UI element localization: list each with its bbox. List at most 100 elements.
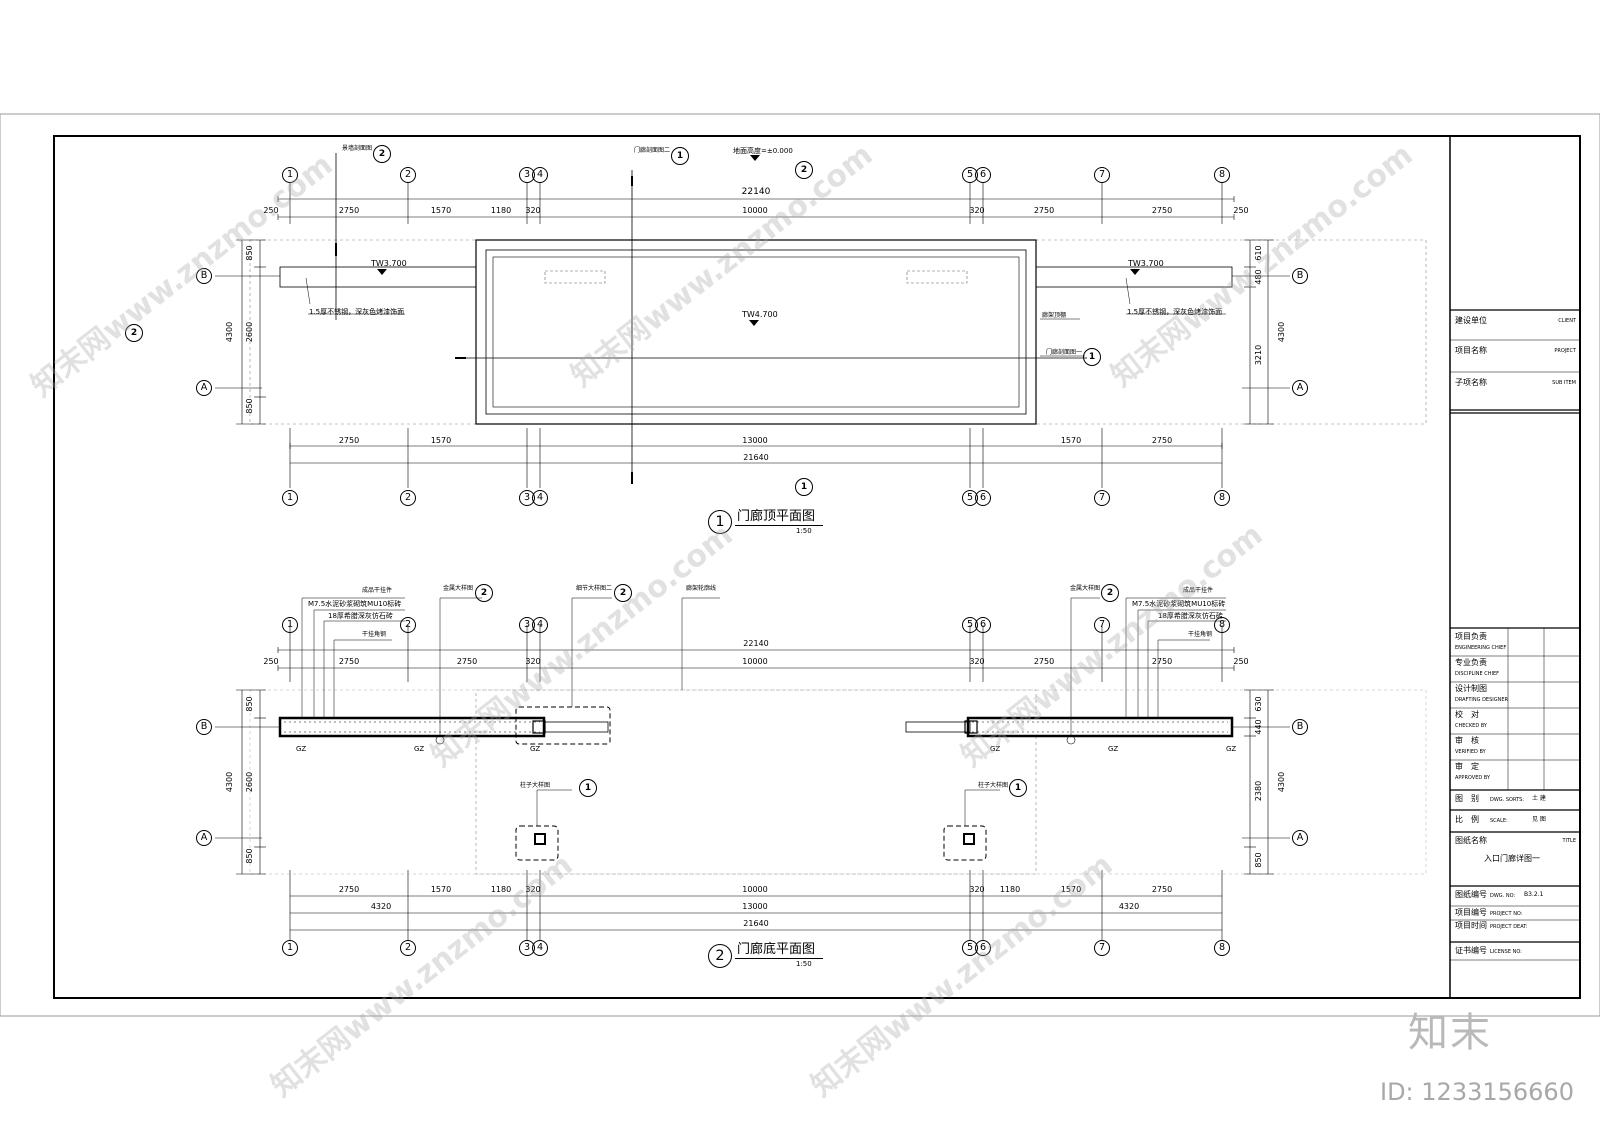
note: 细节大样图二 bbox=[576, 585, 613, 592]
note: 干挂角钢 bbox=[1188, 631, 1213, 638]
dim: 10000 bbox=[742, 885, 768, 894]
section-symbol: 1 bbox=[579, 779, 597, 797]
dim: 2750 bbox=[338, 657, 360, 666]
row-bubble-b: B bbox=[1292, 719, 1308, 735]
dim: 2750 bbox=[1151, 657, 1173, 666]
gz-label: GZ bbox=[1226, 745, 1237, 753]
note: 1.5厚不锈钢，深灰色烤漆饰面 bbox=[309, 308, 405, 316]
section-symbol: 2 bbox=[475, 584, 493, 602]
dim-vertical: 4300 bbox=[225, 321, 234, 343]
drawing-number: 2 bbox=[708, 944, 732, 968]
tb-drafting-en: DRAFTING DESIGNER bbox=[1455, 697, 1508, 703]
section-symbol: 2 bbox=[125, 324, 143, 342]
dim: 2750 bbox=[1033, 206, 1055, 215]
axis-bubble-bottom: 4 bbox=[532, 490, 548, 506]
dim-vertical: 2380 bbox=[1254, 780, 1263, 802]
tb-license-cn: 证书编号 bbox=[1455, 946, 1487, 955]
watermark-logo: 知末 bbox=[1408, 1010, 1492, 1056]
dim: 2750 bbox=[1151, 206, 1173, 215]
tb-eng-chief: 项目负责 ENGINEERING CHIEF bbox=[1450, 632, 1580, 654]
tb-project-en: PROJECT bbox=[1554, 348, 1576, 354]
tb-dwgno-en: DWG. NO: bbox=[1490, 893, 1516, 899]
axis-bubble-top: 6 bbox=[975, 617, 991, 633]
section-symbol: 1 bbox=[795, 478, 813, 496]
note: 金属大样图 bbox=[1070, 585, 1101, 592]
dim: 320 bbox=[525, 206, 541, 215]
axis-bubble-top: 7 bbox=[1094, 617, 1110, 633]
tb-approved-en: APPROVED BY bbox=[1455, 775, 1491, 781]
tb-project-cn: 项目名称 bbox=[1455, 346, 1487, 355]
dim-total: 22140 bbox=[741, 187, 771, 197]
note: 景墙剖面图 bbox=[342, 145, 373, 152]
note: 成品干挂件 bbox=[1183, 587, 1214, 594]
tb-title: 图纸名称 TITLE 入口门廊详图一 bbox=[1450, 836, 1580, 876]
axis-bubble-bottom: 2 bbox=[400, 940, 416, 956]
dim-vertical: 850 bbox=[245, 696, 254, 712]
note: M7.5水泥砂浆砌筑MU10标砖 bbox=[308, 600, 402, 608]
dim: 10000 bbox=[742, 657, 768, 666]
dim: 1570 bbox=[430, 436, 452, 445]
dim-vertical: 4300 bbox=[225, 771, 234, 793]
tb-verified-cn: 审 核 bbox=[1455, 736, 1479, 745]
tb-disc-chief-cn: 专业负责 bbox=[1455, 658, 1487, 667]
dim: 4320 bbox=[370, 902, 392, 911]
note: 1.5厚不锈钢，深灰色烤漆饰面 bbox=[1127, 308, 1223, 316]
dim: 1570 bbox=[1060, 885, 1082, 894]
dim-vertical: 2600 bbox=[245, 321, 254, 343]
tb-client-en: CLIENT bbox=[1558, 318, 1576, 324]
title-block: 建设单位 CLIENT 项目名称 PROJECT 子项名称 SUB ITEM 项… bbox=[1450, 136, 1580, 998]
drawing-scale: 1:50 bbox=[796, 527, 812, 535]
elevation-label: TW3.700 bbox=[371, 259, 407, 268]
row-bubble-b: B bbox=[1292, 268, 1308, 284]
note: 18厚希腊深灰仿石砖 bbox=[1158, 612, 1223, 620]
tb-title-cn: 图纸名称 bbox=[1455, 836, 1487, 845]
dim-vertical: 480 bbox=[1254, 269, 1263, 285]
tb-sorts-cn: 图 别 bbox=[1455, 794, 1479, 803]
dim-vertical: 610 bbox=[1254, 245, 1263, 261]
gz-label: GZ bbox=[296, 745, 307, 753]
note: 成品干挂件 bbox=[362, 587, 393, 594]
dim: 250 bbox=[263, 206, 279, 215]
axis-bubble-bottom: 7 bbox=[1094, 940, 1110, 956]
section-symbol: 2 bbox=[373, 145, 391, 163]
note: 门廊剖面图二 bbox=[634, 147, 671, 154]
dim-total: 21640 bbox=[743, 453, 769, 462]
note: 地面高度=±0.000 bbox=[733, 147, 793, 155]
dim: 1570 bbox=[1060, 436, 1082, 445]
row-bubble-a: A bbox=[1292, 830, 1308, 846]
elevation-label: TW4.700 bbox=[742, 310, 778, 319]
axis-bubble-top: 8 bbox=[1214, 167, 1230, 183]
drawing-title: 门廊底平面图 bbox=[737, 942, 816, 957]
drawing-frame bbox=[53, 135, 1581, 999]
dim: 320 bbox=[525, 657, 541, 666]
tb-projdate-en: PROJECT DEAT: bbox=[1490, 924, 1528, 930]
tb-eng-chief-cn: 项目负责 bbox=[1455, 632, 1487, 641]
dim: 320 bbox=[525, 885, 541, 894]
dim-vertical: 4300 bbox=[1277, 771, 1286, 793]
axis-bubble-bottom: 6 bbox=[975, 490, 991, 506]
section-symbol: 1 bbox=[1083, 348, 1101, 366]
note: 柱子大样图 bbox=[520, 782, 551, 789]
note: 柱子大样图 bbox=[978, 782, 1009, 789]
dim: 1180 bbox=[490, 206, 512, 215]
dim: 2750 bbox=[1033, 657, 1055, 666]
roof-plan bbox=[215, 153, 1427, 488]
row-bubble-a: A bbox=[196, 380, 212, 396]
axis-bubble-top: 6 bbox=[975, 167, 991, 183]
drawing-scale: 1:50 bbox=[796, 960, 812, 968]
row-bubble-a: A bbox=[1292, 380, 1308, 396]
row-bubble-b: B bbox=[196, 268, 212, 284]
row-bubble-b: B bbox=[196, 719, 212, 735]
drawing-title: 门廊顶平面图 bbox=[737, 509, 816, 524]
note: 廊架轮廓线 bbox=[686, 585, 717, 592]
dim: 250 bbox=[1233, 657, 1249, 666]
note: 廊架顶棚 bbox=[1042, 312, 1067, 319]
dim-vertical: 630 bbox=[1254, 696, 1263, 712]
axis-bubble-bottom: 8 bbox=[1214, 490, 1230, 506]
title-underline bbox=[735, 958, 823, 959]
note: M7.5水泥砂浆砌筑MU10标砖 bbox=[1132, 600, 1226, 608]
dim: 2750 bbox=[338, 436, 360, 445]
section-symbol: 2 bbox=[795, 161, 813, 179]
